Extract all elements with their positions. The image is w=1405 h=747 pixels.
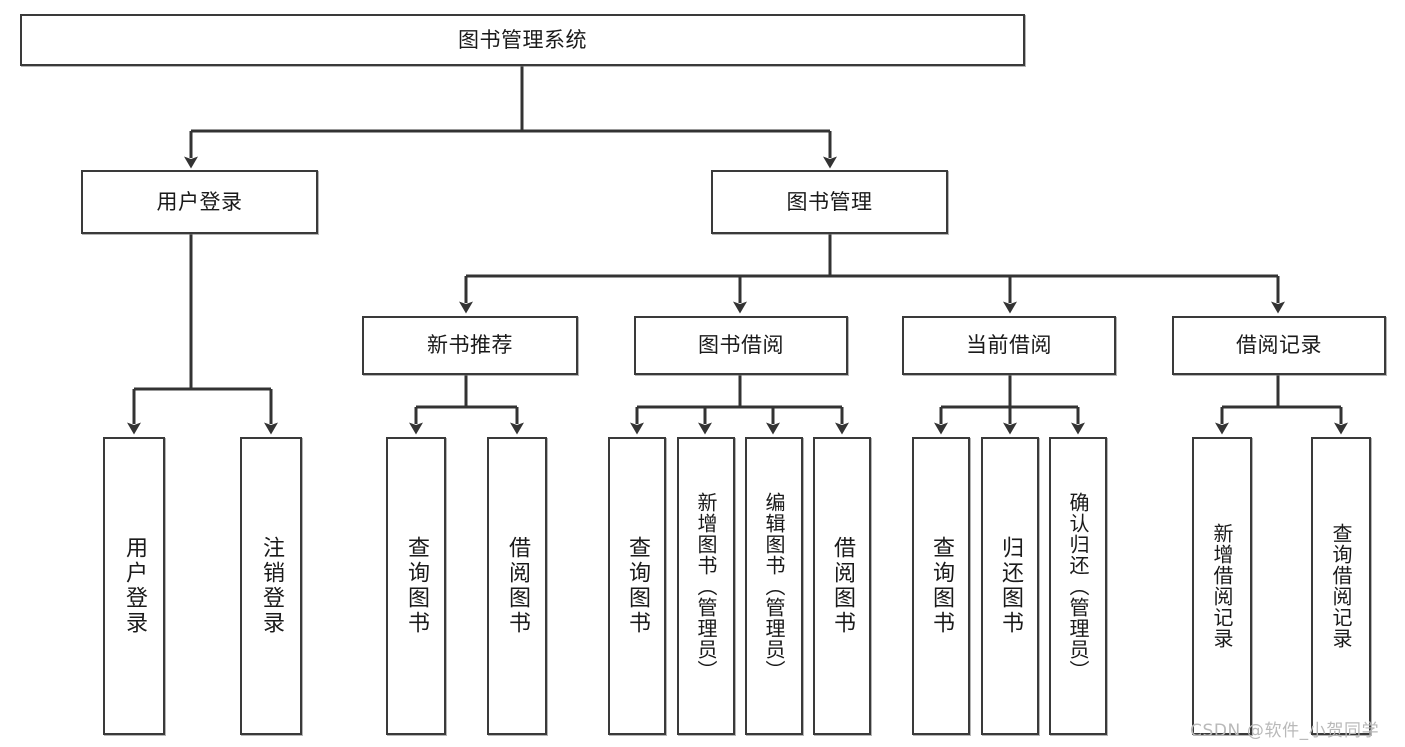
node-user-login[interactable]: 用户登录 — [81, 170, 318, 234]
node-root-label: 图书管理系统 — [458, 27, 587, 52]
node-leaf-query-book-3-label: 查询图书 — [929, 536, 954, 636]
node-leaf-confirm-return-label: 确认归还（管理员） — [1066, 491, 1090, 681]
node-leaf-add-record-label: 新增借阅记录 — [1210, 523, 1234, 649]
node-leaf-query-book-1[interactable]: 查询图书 — [386, 437, 446, 735]
csdn-watermark: CSDN @软件_小贺同学 — [1190, 721, 1380, 741]
node-leaf-return-book[interactable]: 归还图书 — [981, 437, 1039, 735]
node-borrow-record[interactable]: 借阅记录 — [1172, 316, 1386, 375]
node-leaf-edit-book[interactable]: 编辑图书（管理员） — [745, 437, 803, 735]
node-current-borrow[interactable]: 当前借阅 — [902, 316, 1116, 375]
node-book-manage-label: 图书管理 — [786, 189, 873, 214]
node-leaf-add-book-label: 新增图书（管理员） — [694, 491, 718, 681]
node-leaf-borrow-book-1-label: 借阅图书 — [505, 536, 530, 636]
node-leaf-query-record[interactable]: 查询借阅记录 — [1311, 437, 1371, 735]
node-leaf-add-record[interactable]: 新增借阅记录 — [1192, 437, 1252, 735]
node-leaf-add-book[interactable]: 新增图书（管理员） — [677, 437, 735, 735]
node-leaf-user-login[interactable]: 用户登录 — [103, 437, 165, 735]
node-leaf-user-logout[interactable]: 注销登录 — [240, 437, 302, 735]
node-book-borrow-label: 图书借阅 — [698, 333, 784, 358]
node-leaf-confirm-return[interactable]: 确认归还（管理员） — [1049, 437, 1107, 735]
node-root[interactable]: 图书管理系统 — [20, 14, 1025, 66]
node-leaf-query-book-1-label: 查询图书 — [404, 536, 429, 636]
node-leaf-query-book-2[interactable]: 查询图书 — [608, 437, 666, 735]
node-leaf-borrow-book-1[interactable]: 借阅图书 — [487, 437, 547, 735]
node-book-manage[interactable]: 图书管理 — [711, 170, 948, 234]
node-leaf-user-login-label: 用户登录 — [122, 536, 147, 636]
node-leaf-borrow-book-2-label: 借阅图书 — [830, 536, 855, 636]
node-current-borrow-label: 当前借阅 — [966, 333, 1052, 358]
node-leaf-query-book-3[interactable]: 查询图书 — [912, 437, 970, 735]
node-leaf-edit-book-label: 编辑图书（管理员） — [762, 491, 786, 681]
node-leaf-borrow-book-2[interactable]: 借阅图书 — [813, 437, 871, 735]
node-leaf-user-logout-label: 注销登录 — [259, 536, 284, 636]
node-new-book-rec-label: 新书推荐 — [427, 333, 513, 358]
node-new-book-rec[interactable]: 新书推荐 — [362, 316, 578, 375]
node-user-login-label: 用户登录 — [156, 189, 243, 214]
node-leaf-return-book-label: 归还图书 — [998, 536, 1023, 636]
node-book-borrow[interactable]: 图书借阅 — [634, 316, 848, 375]
node-leaf-query-book-2-label: 查询图书 — [625, 536, 650, 636]
node-borrow-record-label: 借阅记录 — [1236, 333, 1322, 358]
node-leaf-query-record-label: 查询借阅记录 — [1329, 523, 1353, 649]
